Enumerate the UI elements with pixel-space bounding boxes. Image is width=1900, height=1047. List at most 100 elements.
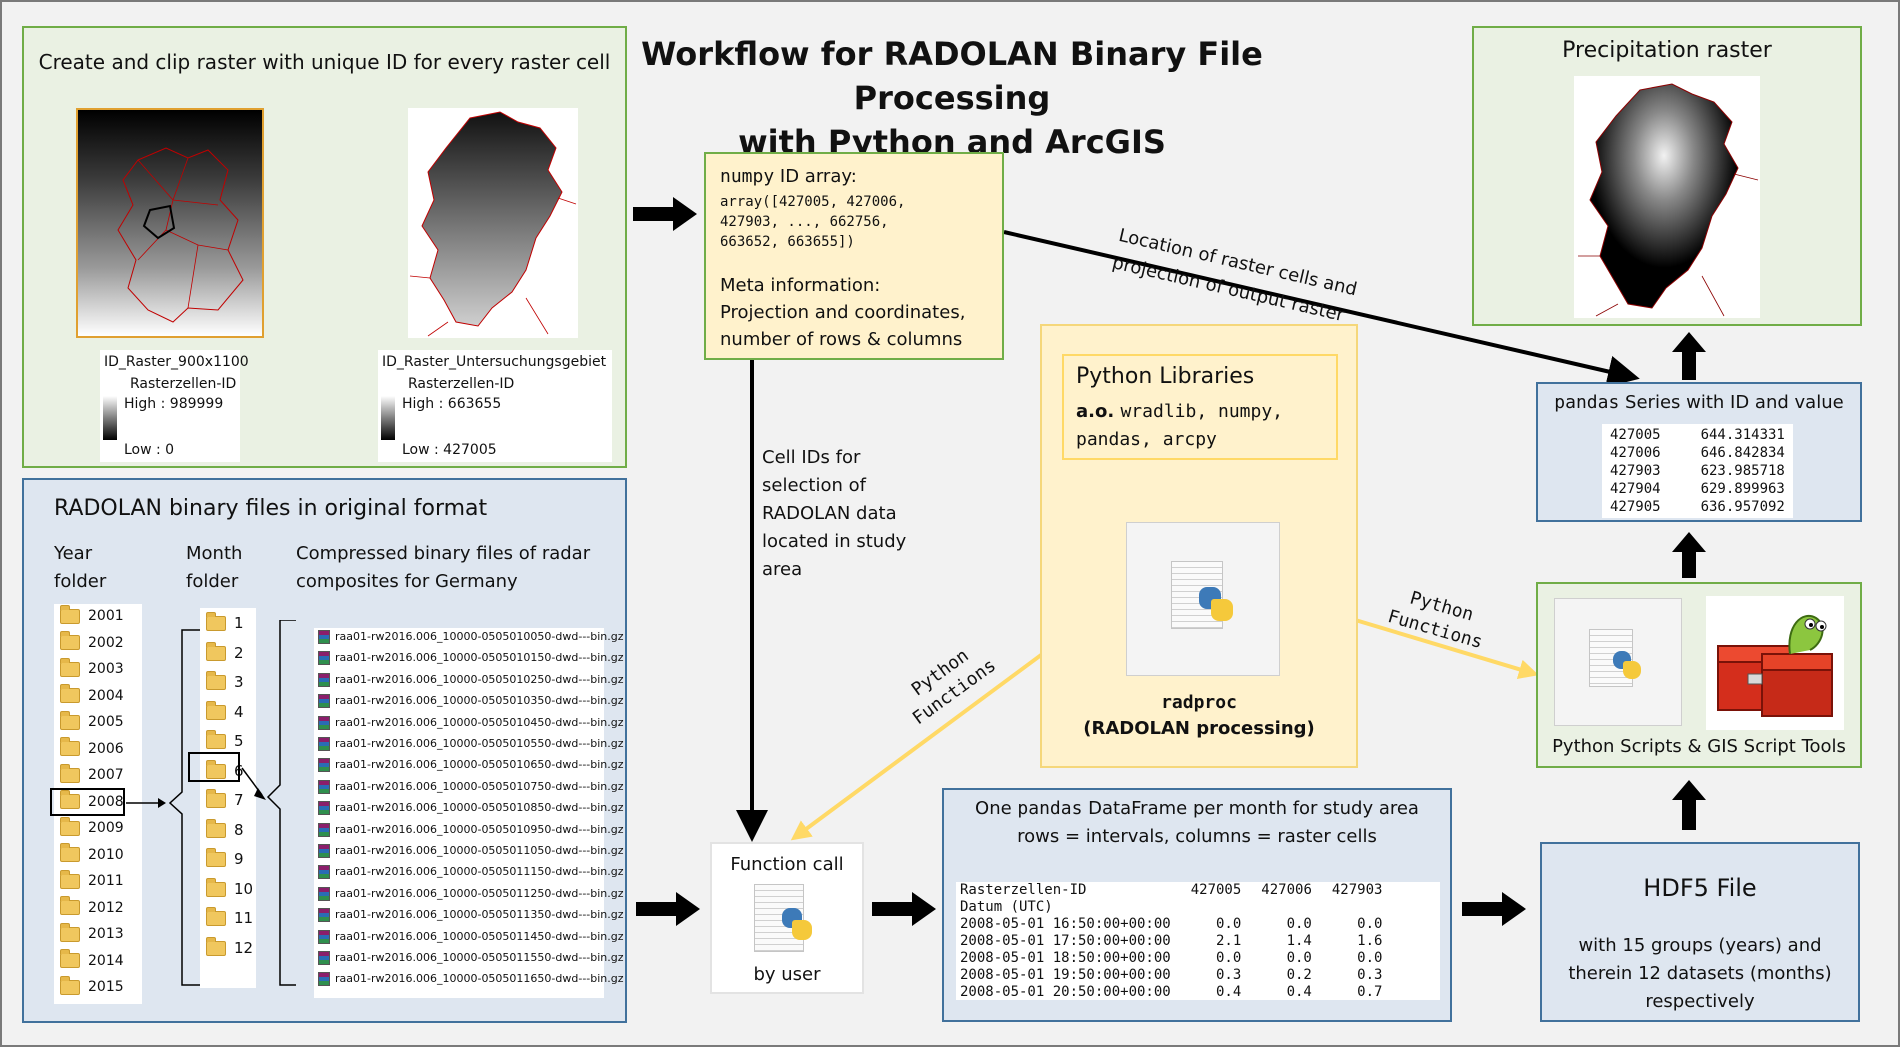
binary-file-item[interactable]: raa01-rw2016.006_10000-0505010850-dwd---… <box>318 801 624 816</box>
legend1-name: ID_Raster_900x1100 <box>104 354 249 370</box>
germany-outline-map <box>117 147 244 323</box>
meta-line-2: number of rows & columns <box>720 329 963 350</box>
binary-file-item[interactable]: raa01-rw2016.006_10000-0505011350-dwd---… <box>318 908 624 923</box>
dataframe-header-row: Rasterzellen-ID 427005 427006 427903 <box>956 882 1386 899</box>
year-folder-item[interactable]: 2005 <box>60 710 124 730</box>
raster-section-heading: Create and clip raster with unique ID fo… <box>38 50 611 74</box>
legend-id-raster-full: ID_Raster_900x1100 Rasterzellen-ID High … <box>100 350 249 462</box>
month-folder-item[interactable]: 11 <box>206 907 254 927</box>
legend2-low: Low : 427005 <box>402 442 497 458</box>
function-call-subtitle: by user <box>753 964 821 985</box>
df-value-cell: 0.0 <box>1216 916 1242 932</box>
year-folder-item[interactable]: 2012 <box>60 896 124 916</box>
numpy-meta-info: Meta information: Projection and coordin… <box>720 272 965 353</box>
series-value-cell: 629.899963 <box>1700 481 1785 497</box>
df-header-col-1: 427005 <box>1190 882 1242 898</box>
binary-file-name: raa01-rw2016.006_10000-0505010850-dwd---… <box>335 801 624 815</box>
python-logo-icon-2-yellow <box>1623 661 1641 679</box>
month-folder-item[interactable]: 8 <box>206 818 244 839</box>
month-folder-label: 11 <box>234 909 254 927</box>
hdf5-line-2: therein 12 datasets (months) <box>1568 963 1832 984</box>
month-folder-item[interactable]: 3 <box>206 671 244 691</box>
year-folder-item[interactable]: 2002 <box>60 631 124 651</box>
block-arrow-up-series-to-precip <box>1672 332 1706 380</box>
binary-file-item[interactable]: raa01-rw2016.006_10000-0505011650-dwd---… <box>318 972 624 987</box>
radproc-name: radproc <box>1161 692 1237 713</box>
month-folder-item[interactable]: 9 <box>206 848 244 868</box>
binary-file-item[interactable]: raa01-rw2016.006_10000-0505010750-dwd---… <box>318 779 624 794</box>
legend1-low: Low : 0 <box>124 442 175 458</box>
legend1-field: Rasterzellen-ID <box>130 376 237 392</box>
month-folder-item[interactable]: 2 <box>206 641 244 662</box>
year-folder-item[interactable]: 2011 <box>60 869 124 889</box>
binary-file-item[interactable]: raa01-rw2016.006_10000-0505011450-dwd---… <box>318 929 624 944</box>
df-value-cell: 0.3 <box>1216 967 1242 983</box>
year-folder-item[interactable]: 2010 <box>60 843 124 863</box>
binary-file-name: raa01-rw2016.006_10000-0505010050-dwd---… <box>335 630 624 643</box>
month-folder-item[interactable]: 1 <box>206 612 244 632</box>
block-arrow-to-numpy <box>633 197 697 231</box>
folder-icon <box>60 843 80 862</box>
libraries-title: Python Libraries <box>1076 364 1255 389</box>
year-folder-item[interactable]: 2006 <box>60 737 124 757</box>
hdf5-description: with 15 groups (years) and therein 12 da… <box>1542 932 1858 1016</box>
df-value-cell: 2.1 <box>1216 933 1242 949</box>
binary-file-item[interactable]: raa01-rw2016.006_10000-0505010450-dwd---… <box>318 715 624 730</box>
block-arrow-up-scripts-to-series <box>1672 532 1706 578</box>
libraries-line-1: wradlib, numpy, <box>1120 401 1284 422</box>
binary-file-item[interactable]: raa01-rw2016.006_10000-0505011150-dwd---… <box>318 865 624 880</box>
year-folder-label: 2006 <box>88 740 124 757</box>
df-value-cell: 0.4 <box>1216 984 1242 1000</box>
archive-file-icon <box>318 886 330 901</box>
binary-file-item[interactable]: raa01-rw2016.006_10000-0505010550-dwd---… <box>318 737 624 751</box>
month-folder-label: 2 <box>234 643 244 662</box>
year-folder-item[interactable]: 2003 <box>60 657 124 677</box>
month-folder-label: 12 <box>234 938 254 957</box>
year-folder-item[interactable]: 2008 <box>60 790 124 810</box>
binary-file-item[interactable]: raa01-rw2016.006_10000-0505010950-dwd---… <box>318 822 624 837</box>
binary-file-item[interactable]: raa01-rw2016.006_10000-0505010150-dwd---… <box>318 651 624 666</box>
month-header-line-1: Month <box>186 543 243 564</box>
month-folder-item[interactable]: 5 <box>206 730 244 750</box>
libraries-line-2: pandas, arcpy <box>1076 429 1217 450</box>
binary-file-item[interactable]: raa01-rw2016.006_10000-0505011050-dwd---… <box>318 844 624 858</box>
year-folder-label: 2014 <box>88 952 124 969</box>
year-folder-label: 2004 <box>88 687 124 704</box>
libraries-list: a.o. wradlib, numpy, pandas, arcpy <box>1076 398 1283 454</box>
year-folder-item[interactable]: 2014 <box>60 949 124 969</box>
python-scripts-box: Python Scripts & GIS Script Tools <box>1536 582 1862 768</box>
binary-file-item[interactable]: raa01-rw2016.006_10000-0505011550-dwd---… <box>318 951 624 965</box>
month-folder-item[interactable]: 4 <box>206 700 244 721</box>
selected-month-highlight <box>188 752 240 782</box>
binary-file-item[interactable]: raa01-rw2016.006_10000-0505010050-dwd---… <box>318 630 624 644</box>
binary-file-item[interactable]: raa01-rw2016.006_10000-0505010350-dwd---… <box>318 694 624 709</box>
month-folder-item[interactable]: 7 <box>206 789 244 809</box>
archive-file-icon <box>318 908 330 923</box>
year-folder-item[interactable]: 2004 <box>60 684 124 704</box>
year-folder-item[interactable]: 2009 <box>60 816 124 836</box>
df-value-cell: 0.0 <box>1286 916 1312 932</box>
month-folder-item[interactable]: 10 <box>206 877 253 898</box>
legend1-high: High : 989999 <box>124 396 224 412</box>
dataframe-title: One pandas DataFrame per month for study… <box>944 798 1450 819</box>
binary-file-item[interactable]: raa01-rw2016.006_10000-0505010250-dwd---… <box>318 672 624 687</box>
year-folder-item[interactable]: 2007 <box>60 763 124 783</box>
hdf5-line-1: with 15 groups (years) and <box>1578 935 1822 956</box>
year-folder-item[interactable]: 2013 <box>60 922 124 942</box>
month-folder-item[interactable]: 12 <box>206 936 254 957</box>
year-folder-item[interactable]: 2015 <box>60 975 124 995</box>
binary-file-item[interactable]: raa01-rw2016.006_10000-0505011250-dwd---… <box>318 886 624 901</box>
folder-icon <box>206 907 226 926</box>
folder-icon <box>60 737 80 756</box>
dataframe-box: One pandas DataFrame per month for study… <box>942 788 1452 1022</box>
binary-file-item[interactable]: raa01-rw2016.006_10000-0505010650-dwd---… <box>318 758 624 773</box>
numpy-lib-name: numpy <box>720 166 775 187</box>
cell-ids-label: Cell IDs for selection of RADOLAN data l… <box>762 444 906 584</box>
year-folder-item[interactable]: 2001 <box>60 604 124 624</box>
